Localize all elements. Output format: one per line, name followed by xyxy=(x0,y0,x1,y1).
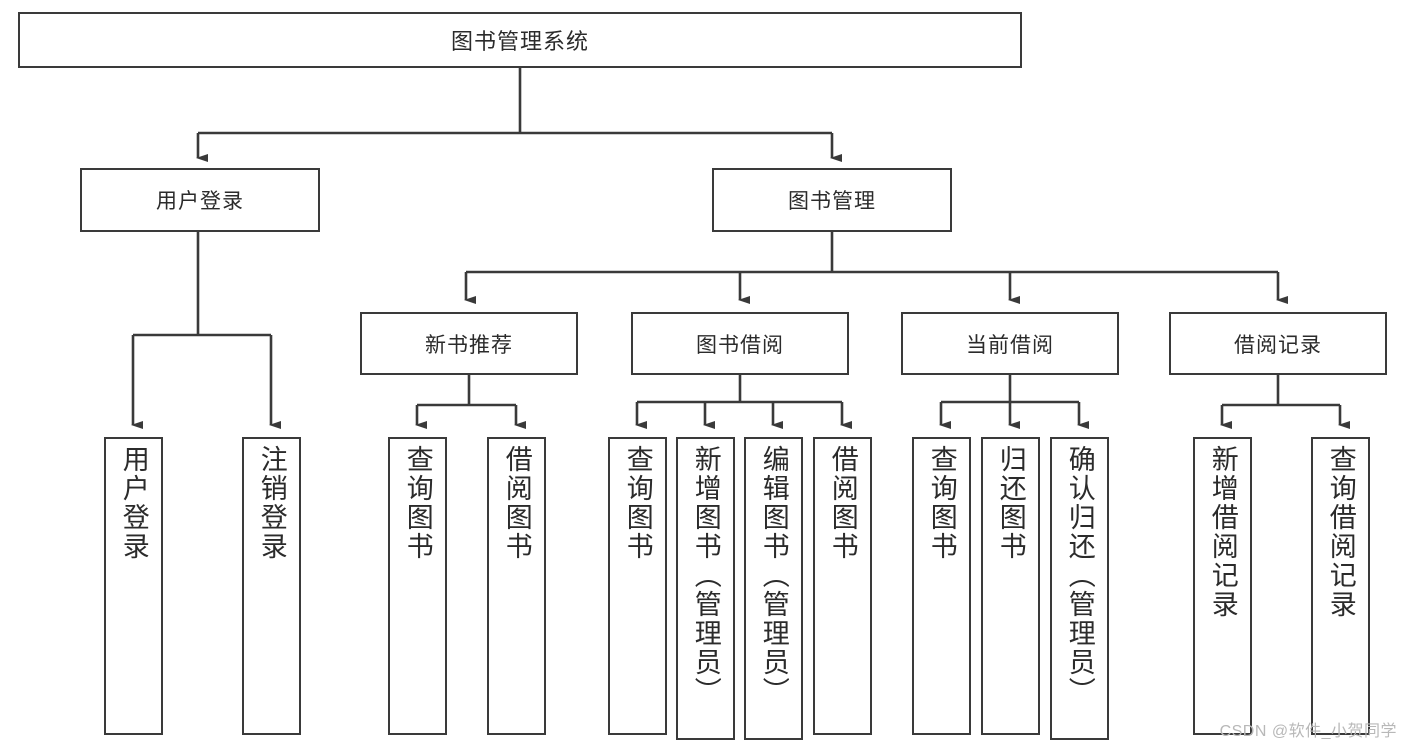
leaf-confirm-return-admin: 确认归还（管理员） xyxy=(1050,437,1109,740)
node-label: 当前借阅 xyxy=(966,333,1054,357)
leaf-logout: 注销登录 xyxy=(242,437,301,735)
node-label: 新增借阅记录 xyxy=(1207,445,1238,619)
node-label: 借阅图书 xyxy=(501,445,532,561)
leaf-query-book-borrow: 查询图书 xyxy=(608,437,667,735)
csdn-watermark: CSDN @软件_小贺同学 xyxy=(1219,723,1397,740)
leaf-query-borrow-record: 查询借阅记录 xyxy=(1311,437,1370,735)
node-label: 借阅记录 xyxy=(1234,333,1322,357)
node-current-borrow: 当前借阅 xyxy=(901,312,1119,375)
leaf-return-book: 归还图书 xyxy=(981,437,1040,735)
node-root-system: 图书管理系统 xyxy=(18,12,1022,68)
node-label: 查询图书 xyxy=(402,445,433,561)
node-label: 注销登录 xyxy=(256,445,287,561)
node-label: 查询图书 xyxy=(622,445,653,561)
node-label: 查询图书 xyxy=(926,445,957,561)
leaf-borrow-book-recommend: 借阅图书 xyxy=(487,437,546,735)
node-label: 查询借阅记录 xyxy=(1325,445,1356,619)
node-label: 图书借阅 xyxy=(696,333,784,357)
node-label: 归还图书 xyxy=(995,445,1026,561)
leaf-add-borrow-record: 新增借阅记录 xyxy=(1193,437,1252,735)
node-borrow-record: 借阅记录 xyxy=(1169,312,1387,375)
node-label: 图书管理 xyxy=(788,190,876,213)
node-label: 用户登录 xyxy=(156,190,244,213)
node-book-management: 图书管理 xyxy=(712,168,952,232)
leaf-query-book-current: 查询图书 xyxy=(912,437,971,735)
node-label: 借阅图书 xyxy=(827,445,858,561)
leaf-edit-book-admin: 编辑图书（管理员） xyxy=(744,437,803,740)
node-user-login: 用户登录 xyxy=(80,168,320,232)
leaf-query-book-recommend: 查询图书 xyxy=(388,437,447,735)
leaf-add-book-admin: 新增图书（管理员） xyxy=(676,437,735,740)
leaf-borrow-book: 借阅图书 xyxy=(813,437,872,735)
node-label: 图书管理系统 xyxy=(450,29,589,54)
node-label: 新书推荐 xyxy=(425,333,513,357)
node-book-borrow: 图书借阅 xyxy=(631,312,849,375)
leaf-user-login: 用户登录 xyxy=(104,437,163,735)
node-new-book-recommend: 新书推荐 xyxy=(360,312,578,375)
node-label: 新增图书（管理员） xyxy=(690,445,721,706)
node-label: 用户登录 xyxy=(118,445,149,561)
node-label: 确认归还（管理员） xyxy=(1064,445,1095,706)
node-label: 编辑图书（管理员） xyxy=(758,445,789,706)
